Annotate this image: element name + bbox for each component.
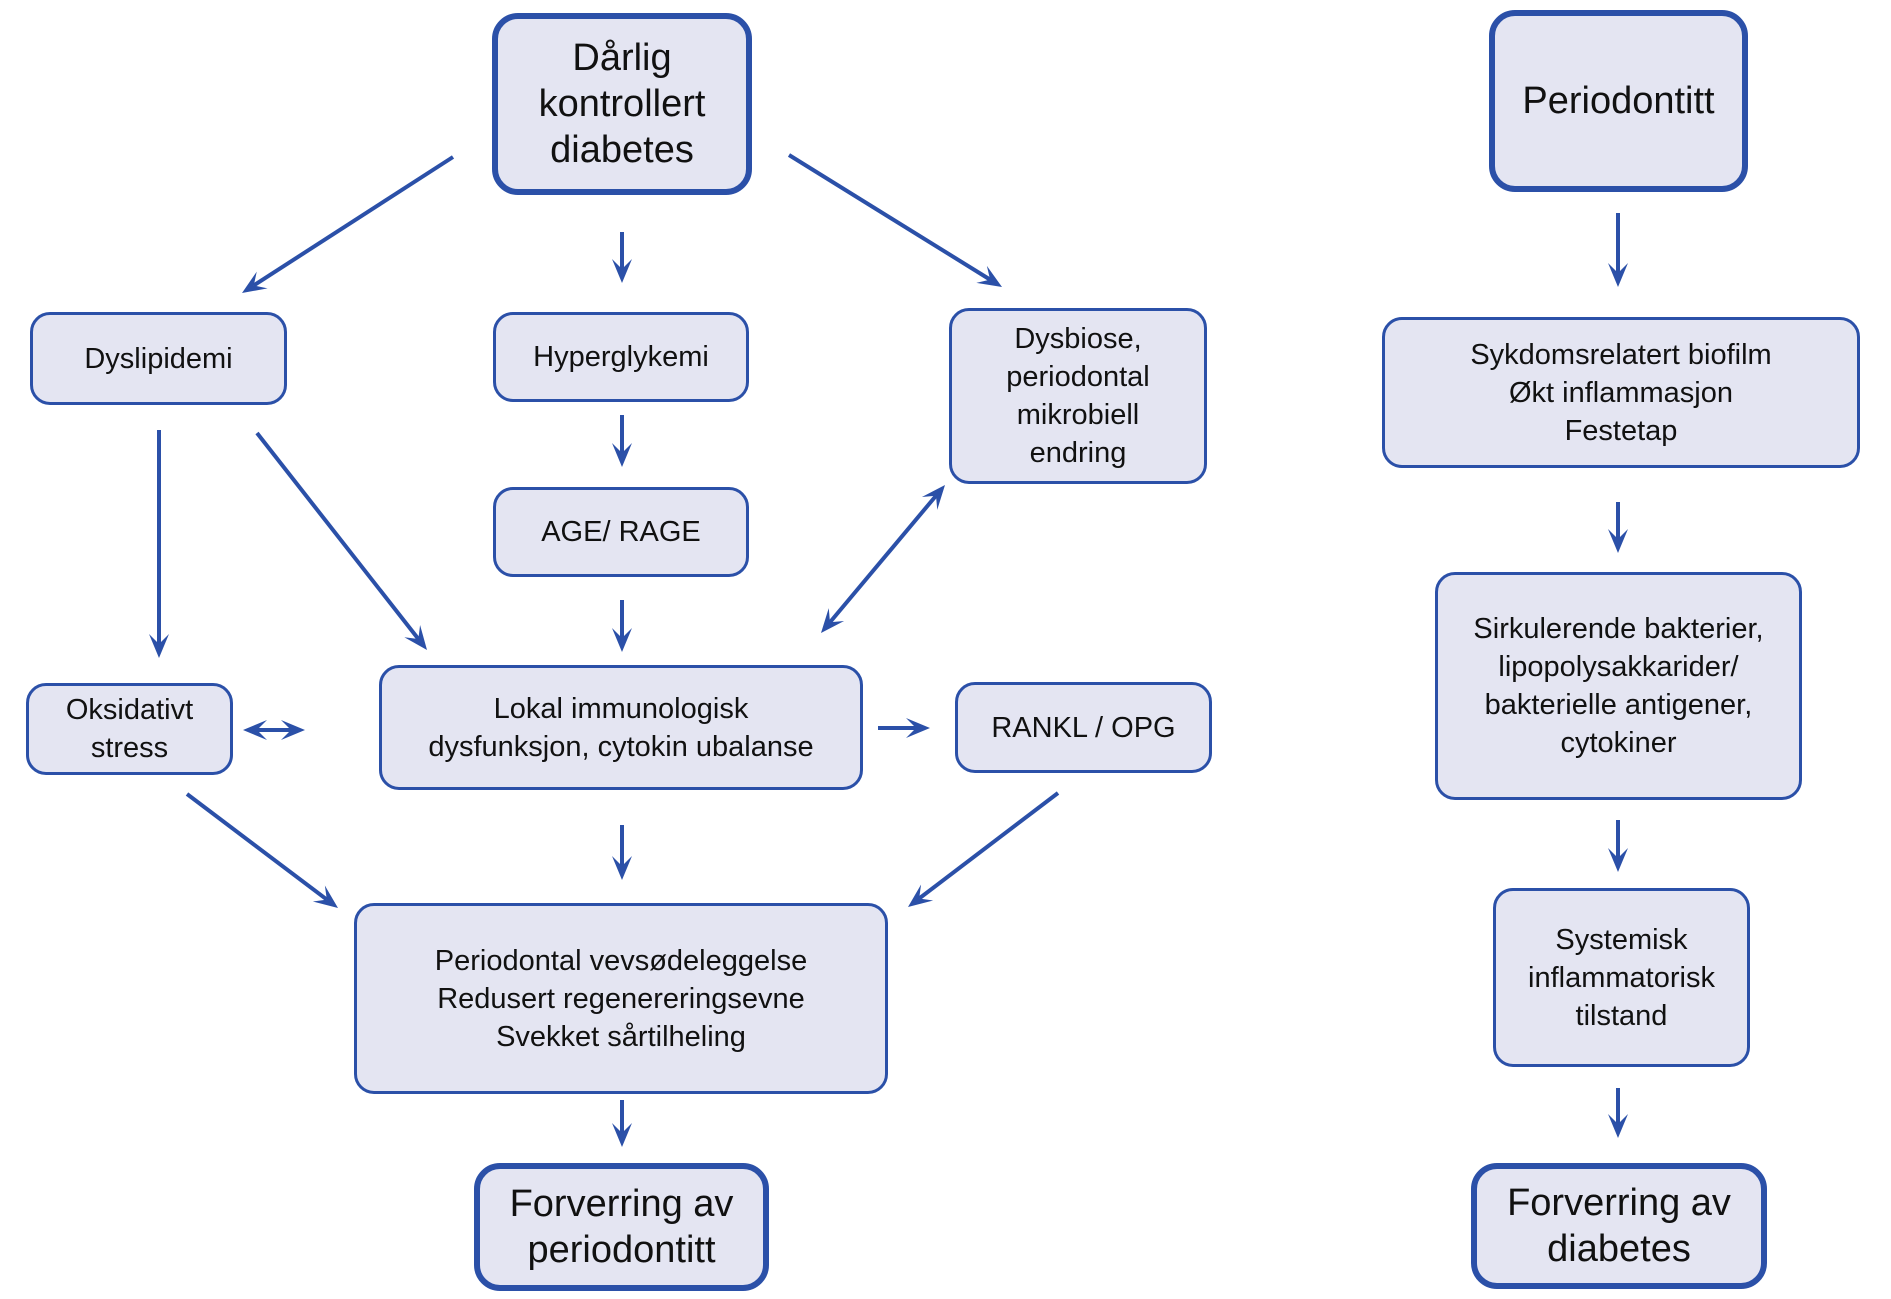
node-periodontitt: Periodontitt — [1489, 10, 1748, 192]
arrow-age-to-lokal-head — [612, 628, 632, 652]
arrow-systemisk-to-outcome-head — [1608, 1114, 1628, 1138]
arrow-root-to-dyslipidemi-line — [252, 155, 455, 288]
node-label: RANKL / OPG — [991, 711, 1176, 744]
node-label: Periodontitt — [1522, 80, 1715, 122]
arrow-dyslipidemi-to-oksidativt-head — [149, 634, 169, 658]
arrow-root-to-hyperglykemi-head — [612, 259, 632, 283]
arrow-lokal-to-periodontal-head — [612, 856, 632, 880]
arrow-lokal-dysbiose-line — [828, 494, 938, 624]
node-dyslipidemi: Dyslipidemi — [30, 312, 287, 405]
node-poorly-controlled-diabetes: Dårlig kontrollert diabetes — [492, 13, 752, 195]
arrow-lokal-to-rankl-head — [906, 718, 930, 738]
node-label: Oksidativt stress — [65, 694, 194, 764]
arrow-periodontal-to-outcome-head — [612, 1123, 632, 1147]
node-label: Sirkulerende bakterier, lipopolysakkarid… — [1473, 613, 1764, 759]
arrow-oksidativt-to-periodontal-head — [312, 885, 338, 908]
arrow-biofilm-to-sirkulerende-head — [1608, 529, 1628, 553]
arrow-rankl-to-periodontal-line — [917, 791, 1060, 901]
arrow-sirkulerende-to-systemisk-head — [1608, 848, 1628, 872]
node-label: Systemisk inflammatorisk tilstand — [1528, 923, 1715, 1032]
arrow-dyslipidemi-to-lokal-line — [255, 431, 420, 641]
node-label: Hyperglykemi — [533, 341, 709, 373]
arrow-periodontitt-to-biofilm-head — [1608, 263, 1628, 287]
arrow-lokal-dysbiose-tail-head — [821, 608, 845, 633]
arrow-rankl-to-periodontal-head — [908, 884, 934, 907]
node-sirkulerende: Sirkulerende bakterier, lipopolysakkarid… — [1435, 572, 1802, 800]
arrow-dyslipidemi-to-lokal-head — [404, 624, 427, 650]
node-label: Lokal immunologisk dysfunksjon, cytokin … — [428, 692, 814, 763]
node-age-rage: AGE/ RAGE — [493, 487, 749, 577]
node-periodontal-destruction: Periodontal vevsødeleggelse Redusert reg… — [354, 903, 888, 1094]
arrow-lokal-dysbiose-head — [921, 485, 945, 510]
node-lokal-immunologisk: Lokal immunologisk dysfunksjon, cytokin … — [379, 665, 863, 790]
node-worsening-diabetes: Forverring av diabetes — [1471, 1163, 1767, 1289]
arrow-root-to-dysbiose-line — [787, 153, 992, 282]
arrow-oksidativt-to-periodontal-line — [185, 792, 329, 902]
node-label: Dårlig kontrollert diabetes — [538, 37, 706, 171]
arrow-oksidativt-lokal-head — [281, 720, 305, 740]
node-dysbiose: Dysbiose, periodontal mikrobiell endring — [949, 308, 1207, 484]
node-label: AGE/ RAGE — [541, 516, 701, 548]
node-worsening-periodontitis: Forverring av periodontitt — [474, 1163, 769, 1291]
node-label: Forverring av diabetes — [1507, 1182, 1731, 1270]
arrow-oksidativt-lokal-tail-head — [243, 720, 267, 740]
arrow-root-to-dyslipidemi-head — [242, 271, 268, 293]
node-label: Dyslipidemi — [84, 342, 233, 375]
node-biofilm: Sykdomsrelatert biofilm Økt inflammasjon… — [1382, 317, 1860, 468]
node-label: Forverring av periodontitt — [509, 1183, 734, 1271]
node-systemisk: Systemisk inflammatorisk tilstand — [1493, 888, 1750, 1067]
node-label: Dysbiose, periodontal mikrobiell endring — [1006, 323, 1150, 469]
node-label: Sykdomsrelatert biofilm Økt inflammasjon… — [1470, 338, 1772, 447]
node-oksidativt-stress: Oksidativt stress — [26, 683, 233, 775]
node-label: Periodontal vevsødeleggelse Redusert reg… — [434, 944, 808, 1053]
node-hyperglykemi: Hyperglykemi — [493, 312, 749, 402]
arrow-hyperglykemi-to-age-head — [612, 443, 632, 467]
arrow-root-to-dysbiose-head — [976, 265, 1002, 287]
node-rankl-opg: RANKL / OPG — [955, 682, 1212, 773]
